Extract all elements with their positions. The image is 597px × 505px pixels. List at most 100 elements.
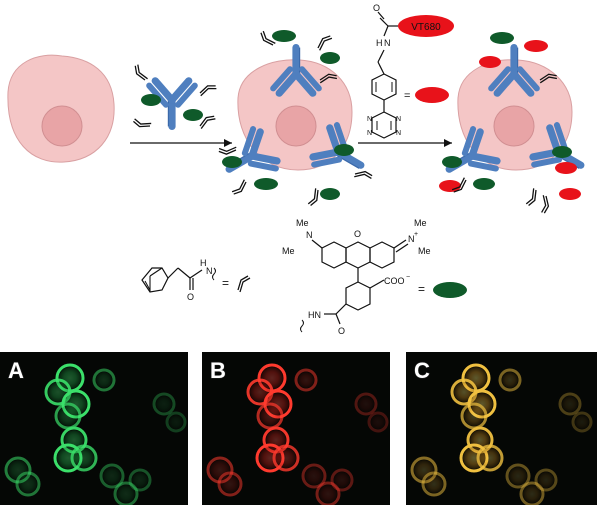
green-cell [15, 471, 41, 497]
atom-n: N [396, 130, 401, 137]
panel-label-b: B [210, 358, 226, 383]
antibody-reagent [131, 63, 219, 133]
vt680-dye [398, 15, 454, 37]
green-cell-fill [117, 485, 135, 503]
merged-cell-fill [464, 406, 484, 426]
atom-o: O [187, 292, 194, 302]
green-dye [433, 282, 467, 298]
nucleus [275, 105, 317, 147]
red-dye [559, 188, 581, 200]
atom-n: N [206, 266, 213, 276]
red-cell [367, 411, 389, 433]
red-cell-fill [371, 415, 385, 429]
cell-dual-labeled [438, 32, 593, 215]
atom-o: O [354, 229, 361, 239]
atom-n-plus: N [408, 234, 415, 244]
methyl-label: Me [418, 246, 431, 256]
red-cell [354, 392, 378, 416]
equals-sign: = [418, 282, 425, 296]
merged-cell-fill [454, 382, 474, 402]
green-dye [473, 178, 495, 190]
green-dye [552, 146, 572, 158]
green-dye [141, 94, 161, 106]
red-cell [330, 468, 354, 492]
panel-c: C [406, 352, 597, 505]
panel-label-c: C [414, 358, 430, 383]
green-cell-fill [96, 372, 112, 388]
panel-a: A [0, 352, 188, 505]
plus-charge: + [414, 231, 418, 238]
merged-cell [476, 444, 504, 472]
atom-n: N [367, 116, 372, 123]
red-dye [524, 40, 548, 52]
cell-antibody-labeled [218, 30, 374, 207]
green-cell [165, 411, 187, 433]
green-cell-fill [19, 475, 37, 493]
red-cell-fill [305, 467, 323, 485]
red-dye [479, 56, 501, 68]
nucleus [493, 105, 535, 147]
carboxylate-label: COO [384, 276, 405, 286]
merged-cell-fill [538, 472, 554, 488]
atom-o: O [338, 326, 345, 336]
green-dye [442, 156, 462, 168]
red-cell [315, 481, 341, 505]
reaction-arrow-2 [358, 139, 452, 147]
merged-cell-fill [575, 415, 589, 429]
red-cell [294, 368, 318, 392]
green-cell [113, 481, 139, 505]
green-cell [70, 444, 98, 472]
red-dye [555, 162, 577, 174]
merged-cell [421, 471, 447, 497]
merged-cell [498, 368, 522, 392]
merged-cell [571, 411, 593, 433]
nucleus [41, 105, 83, 147]
merged-cell [519, 481, 545, 505]
green-cell-fill [74, 448, 94, 468]
merged-cell-fill [425, 475, 443, 493]
green-cell [128, 468, 152, 492]
amide-hn: HN [308, 310, 321, 320]
vt680-label: VT680 [411, 22, 441, 33]
green-dye [254, 178, 278, 190]
merged-cell [534, 468, 558, 492]
red-cell-fill [334, 472, 350, 488]
norbornene-structure: O H N = [141, 258, 251, 302]
green-cell [99, 463, 125, 489]
green-cell-fill [132, 472, 148, 488]
red-cell-fill [358, 396, 374, 412]
red-cell [217, 471, 243, 497]
green-dye [222, 156, 242, 168]
tamra-structure: O N Me Me N + Me Me COO − O HN = [282, 218, 467, 336]
methyl-label: Me [282, 246, 295, 256]
red-cell-fill [319, 485, 337, 503]
minus-charge: − [406, 274, 410, 281]
methyl-label: Me [296, 218, 309, 228]
atom-h: H [200, 258, 207, 268]
red-cell-fill [298, 372, 314, 388]
atom-n: N [384, 38, 391, 48]
green-cell [92, 368, 116, 392]
red-cell-fill [221, 475, 239, 493]
green-cell-fill [169, 415, 183, 429]
green-dye [320, 52, 340, 64]
green-cell-fill [48, 382, 68, 402]
green-dye [334, 144, 354, 156]
merged-cell-fill [480, 448, 500, 468]
atom-n: N [367, 130, 372, 137]
green-dye [272, 30, 296, 42]
atom-n: N [396, 116, 401, 123]
merged-cell-fill [562, 396, 578, 412]
red-cell-fill [260, 406, 280, 426]
reaction-arrow-1 [130, 139, 232, 147]
panel-b: B [202, 352, 390, 505]
cell-untreated [7, 54, 115, 163]
tetrazine-vt680-reagent: VT680 O H N N N N N = [367, 3, 454, 139]
panel-label-a: A [8, 358, 24, 383]
red-cell [272, 444, 300, 472]
green-cell [152, 392, 176, 416]
green-cell-fill [58, 406, 78, 426]
merged-cell-fill [509, 467, 527, 485]
